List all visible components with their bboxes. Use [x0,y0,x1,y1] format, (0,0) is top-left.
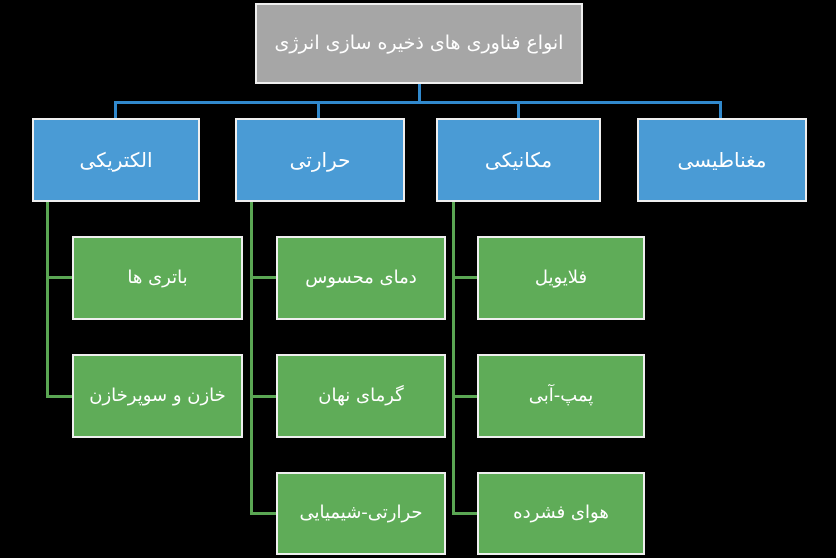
connector-horizontal-bus [114,101,722,104]
branch-node-electrical: الکتریکی [32,118,200,202]
connector-root-riser [418,84,421,102]
connector-stub-flywheel [452,276,478,279]
connector-vertical-electrical [46,202,49,398]
connector-drop-magnetic [719,101,722,119]
connector-stub-capacitors [46,395,73,398]
branch-node-mechanical: مکانیکی [436,118,601,202]
connector-vertical-mechanical [452,202,455,515]
connector-stub-pumped-hydro [452,395,478,398]
connector-drop-electrical [114,101,117,119]
child-node-capacitor-supercapacitor: خازن و سوپرخازن [72,354,243,438]
connector-stub-sensible-heat [250,276,277,279]
root-node-energy-storage-types: انواع فناوری های ذخیره سازی انرژی [255,3,583,84]
child-node-compressed-air: هوای فشرده [477,472,645,555]
child-node-flywheel: فلایویل [477,236,645,320]
child-node-batteries: باتری ها [72,236,243,320]
branch-node-magnetic: مغناطیسی [637,118,807,202]
child-node-pumped-hydro: پمپ-آبی [477,354,645,438]
connector-stub-compressed-air [452,512,478,515]
connector-drop-thermal [317,101,320,119]
child-node-latent-heat: گرمای نهان [276,354,446,438]
connector-stub-batteries [46,276,73,279]
child-node-thermochemical: حرارتی-شیمیایی [276,472,446,555]
connector-stub-latent-heat [250,395,277,398]
branch-node-thermal: حرارتی [235,118,405,202]
connector-vertical-thermal [250,202,253,515]
child-node-sensible-heat: دمای محسوس [276,236,446,320]
connector-drop-mechanical [517,101,520,119]
connector-stub-thermochemical [250,512,277,515]
